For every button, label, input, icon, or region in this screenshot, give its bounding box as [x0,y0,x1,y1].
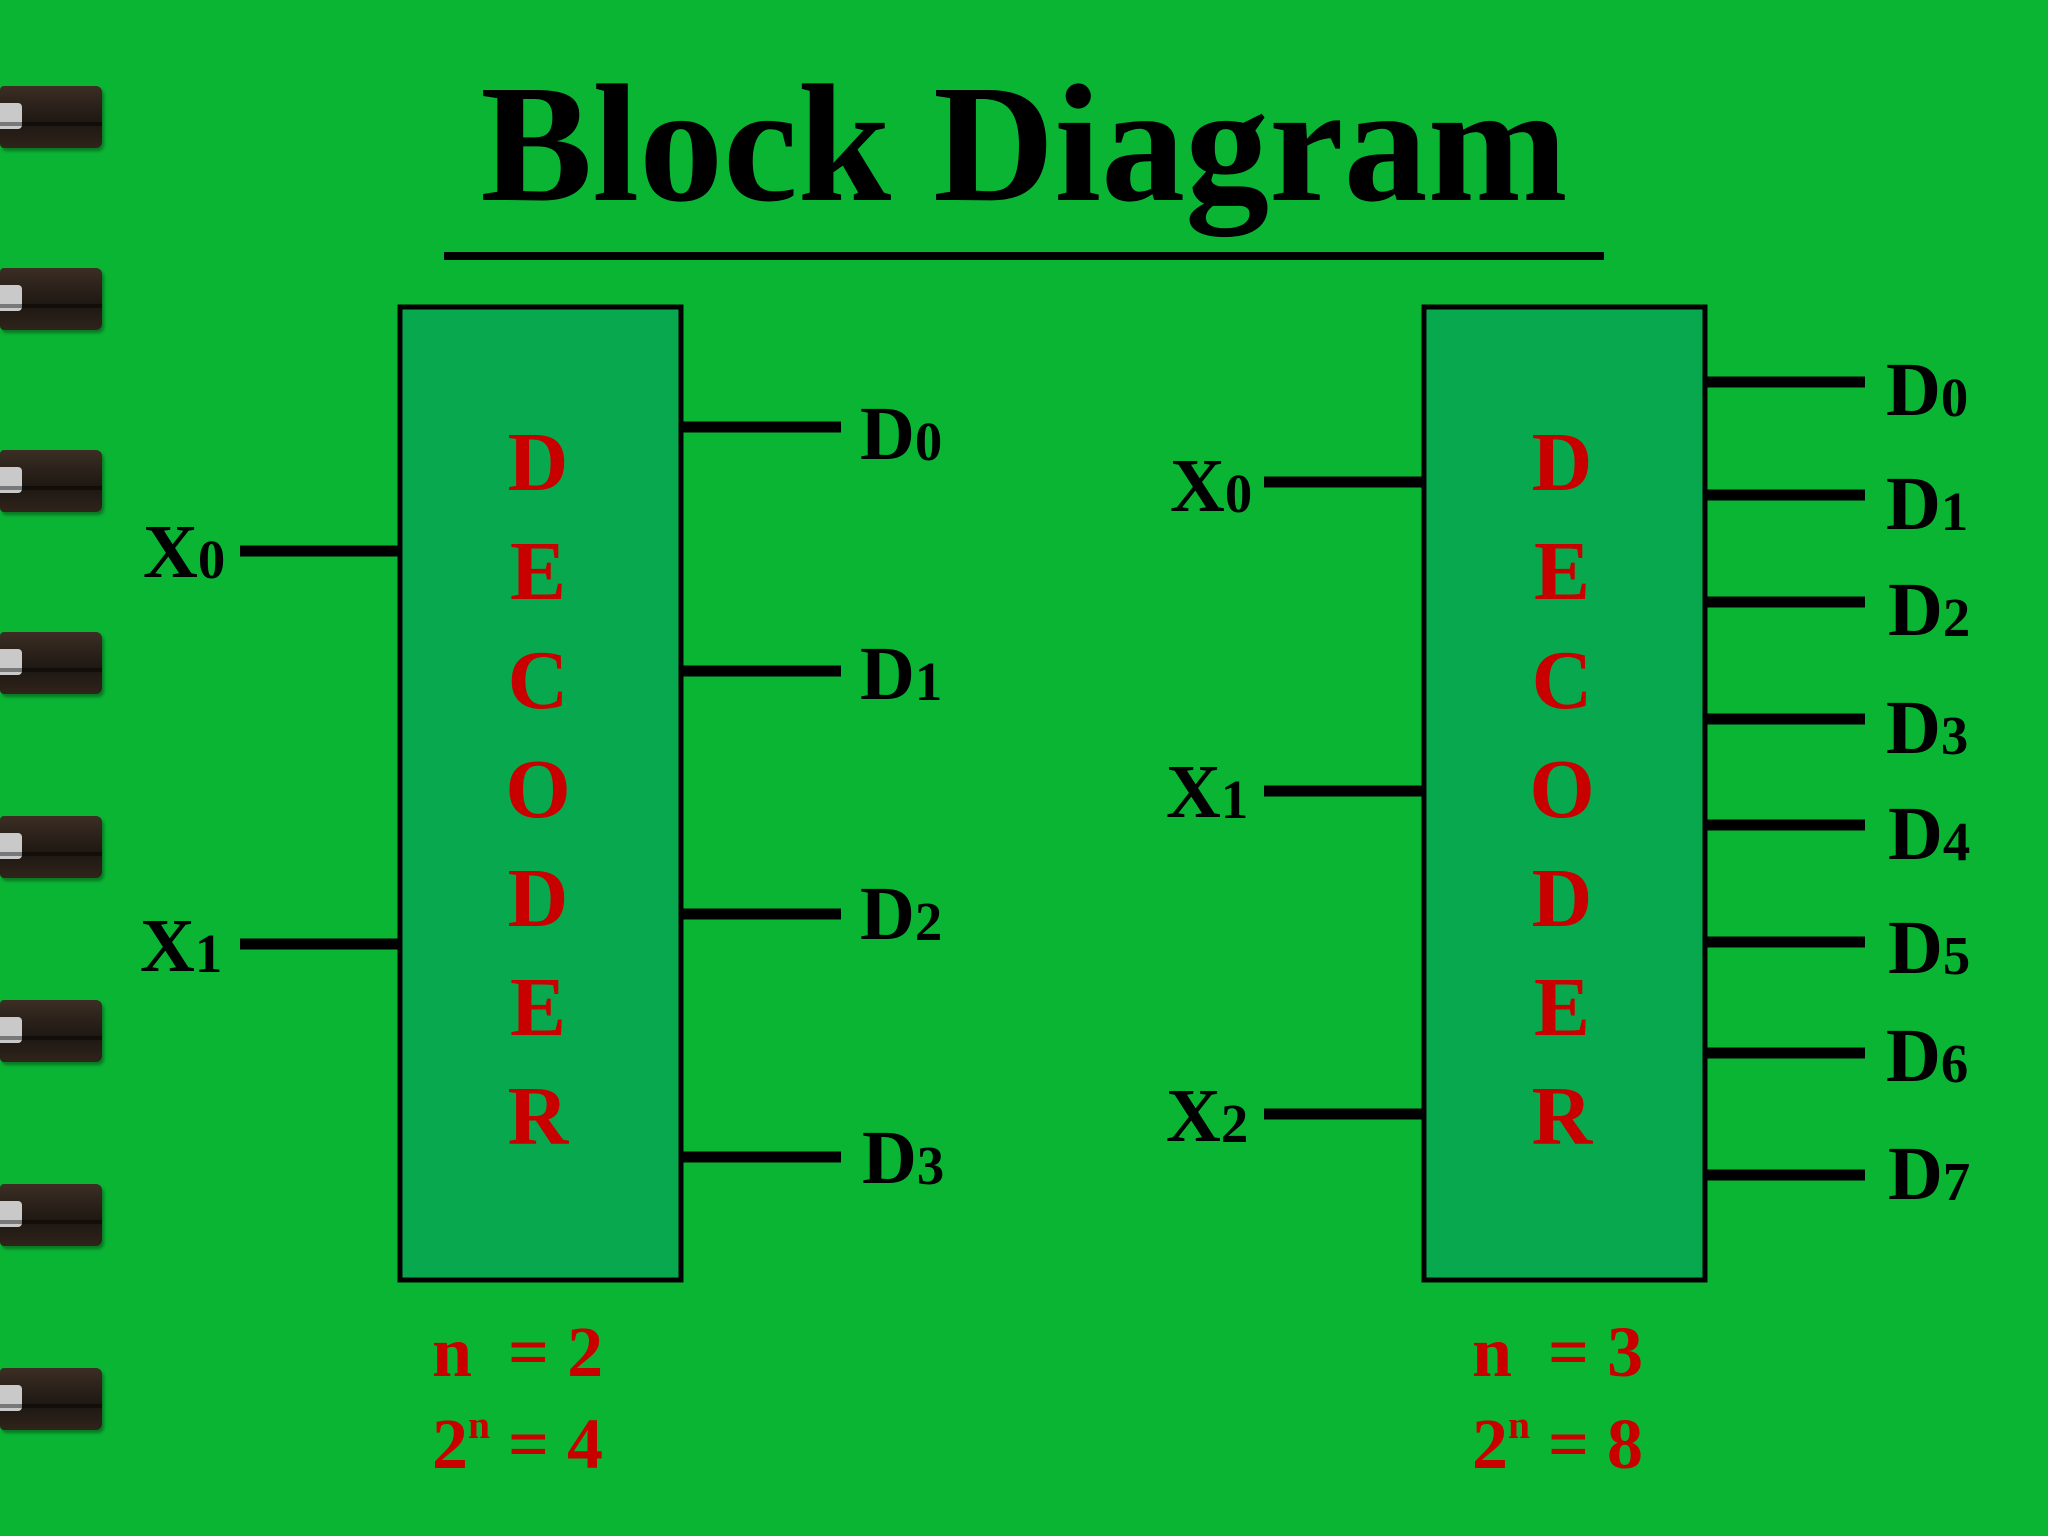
input-label-x2: X2 [1166,1074,1249,1158]
page-title: Block Diagram [480,51,1568,237]
output-label-d5: D5 [1888,906,1971,990]
decoder-box [397,304,684,1283]
formula-n: n = 2 [432,1312,604,1392]
decoder-letter: D [507,416,569,509]
binder-ring-icon [0,1184,102,1246]
output-label-d1: D1 [860,632,943,716]
decoder-letter: O [1529,743,1595,836]
output-label-d7: D7 [1888,1132,1971,1216]
output-label-d2: D2 [1888,568,1971,652]
decoder-letter: E [1533,961,1591,1054]
decoder-letter: D [1531,852,1593,945]
decoder-label-2: D E C O D E R [1522,408,1602,1171]
output-label-d4: D4 [1888,792,1971,876]
output-label-d0: D0 [860,392,943,476]
binder-ring-icon [0,632,102,694]
binder-ring-icon [0,1368,102,1430]
decoder-box [1421,304,1708,1283]
binder-ring-icon [0,268,102,330]
formula-n: n = 3 [1472,1312,1644,1392]
binder-ring-icon [0,86,102,148]
binder-ring-icon [0,450,102,512]
input-label-x1: X1 [140,904,223,988]
title-underline [444,252,1604,260]
decoder-label-1: D E C O D E R [498,408,578,1171]
decoder-letter: O [505,743,571,836]
formula-pow: 2n = 8 [1472,1403,1644,1484]
output-label-d3: D3 [1886,686,1969,770]
decoder-letter: E [509,525,567,618]
output-label-d3: D3 [862,1116,945,1200]
binder-ring-icon [0,816,102,878]
decoder-letter: R [1531,1070,1593,1163]
binder-ring-icon [0,1000,102,1062]
decoder-letter: R [507,1070,569,1163]
decoder-letter: E [509,961,567,1054]
decoder-letter: E [1533,525,1591,618]
decoder-letter: C [507,634,569,727]
input-label-x0: X0 [143,510,226,594]
decoder-letter: D [1531,416,1593,509]
formula-3to8: n = 3 2n = 8 [1472,1306,1643,1501]
input-label-x1: X1 [1166,750,1249,834]
decoder-letter: C [1531,634,1593,727]
output-label-d6: D6 [1886,1014,1969,1098]
input-label-x0: X0 [1170,444,1253,528]
decoder-block-2to4 [240,304,841,1283]
decoder-block-3to8 [1264,304,1865,1283]
output-label-d2: D2 [860,872,943,956]
decoder-letter: D [507,852,569,945]
formula-pow: 2n = 4 [432,1403,604,1484]
formula-2to4: n = 2 2n = 4 [432,1306,603,1501]
output-label-d0: D0 [1886,348,1969,432]
output-label-d1: D1 [1886,462,1969,546]
